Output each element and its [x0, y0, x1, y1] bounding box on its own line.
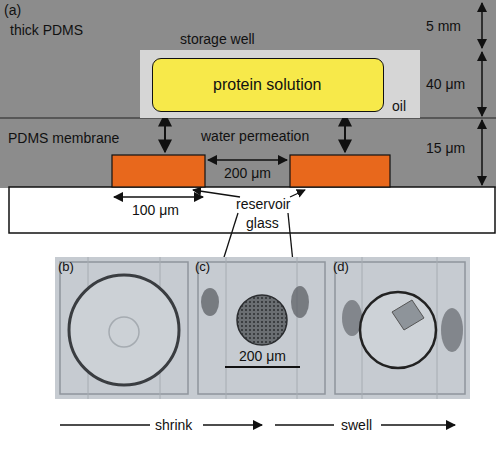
- scale-bar: [225, 366, 300, 368]
- micrograph-b: [55, 257, 193, 399]
- leader-line: [193, 190, 240, 197]
- process-arrow: [203, 424, 262, 426]
- dimension-label: 200 μm: [224, 165, 271, 181]
- glass-slide: [9, 187, 495, 233]
- process-arrow: [275, 424, 334, 426]
- permeation-arrow: [344, 114, 346, 152]
- node-text: glass: [246, 215, 279, 231]
- dimension-arrow: [481, 120, 483, 185]
- node-text: water permeation: [201, 128, 309, 144]
- reservoir-right: [290, 155, 390, 187]
- permeation-arrow: [164, 114, 166, 152]
- process-label: shrink: [155, 417, 192, 433]
- micrograph-d: [330, 257, 470, 399]
- node-text: thick PDMS: [10, 22, 83, 38]
- callout-label: reservoir: [236, 196, 290, 212]
- process-arrow: [60, 424, 150, 426]
- protein-solution: protein solution: [152, 58, 384, 112]
- storage-well: storage welloilprotein solution: [140, 50, 420, 118]
- panel-letter: (c): [195, 259, 210, 275]
- scale-label: 200 μm: [239, 348, 286, 364]
- dimension-label: 5 mm: [426, 18, 461, 34]
- pdms-block: [0, 0, 496, 188]
- dimension-arrow: [481, 3, 483, 48]
- node-text: storage well: [180, 31, 255, 47]
- leader-line: [290, 190, 305, 197]
- dimension-arrow: [208, 159, 287, 161]
- dimension-arrow: [114, 196, 203, 198]
- panel-letter: (a): [4, 2, 21, 18]
- node-text: oil: [392, 98, 406, 114]
- panel-letter: (b): [58, 259, 74, 275]
- micrograph-c: [193, 257, 330, 399]
- node-text: PDMS membrane: [8, 130, 119, 146]
- dimension-label: 15 μm: [426, 140, 465, 156]
- node-text: protein solution: [213, 75, 322, 94]
- process-arrow: [381, 424, 455, 426]
- dimension-label: 40 μm: [426, 76, 465, 92]
- process-label: swell: [341, 417, 372, 433]
- dimension-arrow: [481, 52, 483, 116]
- dimension-label: 100 μm: [132, 202, 179, 218]
- reservoir-left: [112, 155, 205, 187]
- panel-letter: (d): [333, 259, 349, 275]
- pdms-layer: thick PDMS storage well oil protein solutio…: [0, 0, 496, 118]
